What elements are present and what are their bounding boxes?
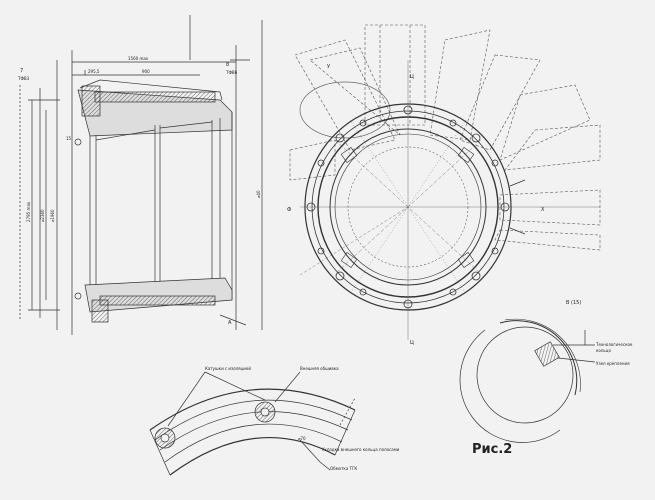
section-dim-r-label: ⌀70	[298, 436, 306, 441]
dim-a-label: 295,5	[88, 69, 100, 74]
figure-label: Рис.2	[472, 442, 513, 457]
axis-a-label: А	[228, 320, 232, 326]
dim-r-label: ⌀40	[256, 190, 261, 199]
dim-top-label: 1560 max	[128, 56, 149, 61]
section-ring-label: Укладка внешнего кольца полосами	[322, 447, 400, 452]
section-shell-label: Обмотка ТГК	[330, 466, 358, 471]
pos-7-label: 7	[20, 68, 24, 74]
dim-d1-label: ⌀2360	[40, 209, 45, 222]
axis-phi-label: Ф	[287, 207, 292, 213]
section-inner-label: Внешняя обшивка	[300, 366, 339, 371]
axis-x-label: Х	[541, 207, 545, 213]
pos-7-sub-label: ТФВ3	[18, 76, 30, 81]
detail-b-title: В (15)	[566, 300, 582, 306]
dim-b-label: 900	[142, 69, 150, 74]
axis-u-label: Ц	[410, 74, 414, 80]
section-coils-label: Катушки с изоляцией	[205, 366, 251, 371]
pos-8-sub-label: ТФВ6	[226, 70, 238, 75]
pos-8-label: 8	[226, 62, 230, 68]
dim-height-label: 2795 max	[26, 201, 31, 222]
pos-y-label: У	[327, 64, 331, 70]
dim-d2-label: ⌀1960	[50, 209, 55, 222]
detail-b	[459, 318, 596, 443]
detail-b-label-2: Узел крепления	[596, 361, 630, 366]
section-view	[149, 371, 356, 476]
dim-small-label: 15	[66, 136, 72, 141]
axis-u-bottom-label: Ц	[410, 340, 414, 346]
plan-view	[289, 24, 601, 340]
detail-b-label-1: Технологическое кольцо	[596, 342, 633, 353]
side-view	[19, 15, 263, 335]
